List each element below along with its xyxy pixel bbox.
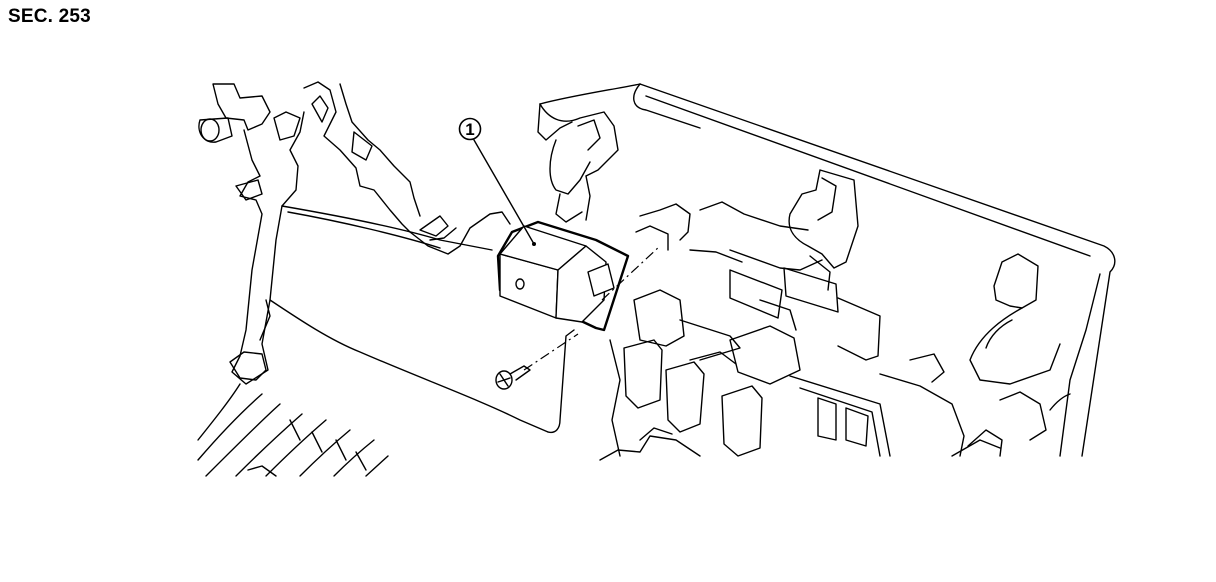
lower-right-details (967, 391, 1071, 457)
upper-bracket (537, 83, 641, 223)
callout-1: 1 (458, 117, 535, 245)
section-label: SEC. 253 (8, 6, 91, 27)
left-panel-bracket (198, 81, 421, 385)
relay-assembly (496, 220, 630, 332)
dashboard-shell (633, 83, 1116, 457)
lower-panel (259, 205, 575, 434)
top-clips (788, 169, 1061, 385)
fuse-block-array (599, 201, 1001, 461)
screw (495, 365, 531, 390)
callout-1-label: 1 (465, 120, 474, 139)
floor-hatching (197, 383, 389, 477)
install-lines (523, 245, 661, 371)
